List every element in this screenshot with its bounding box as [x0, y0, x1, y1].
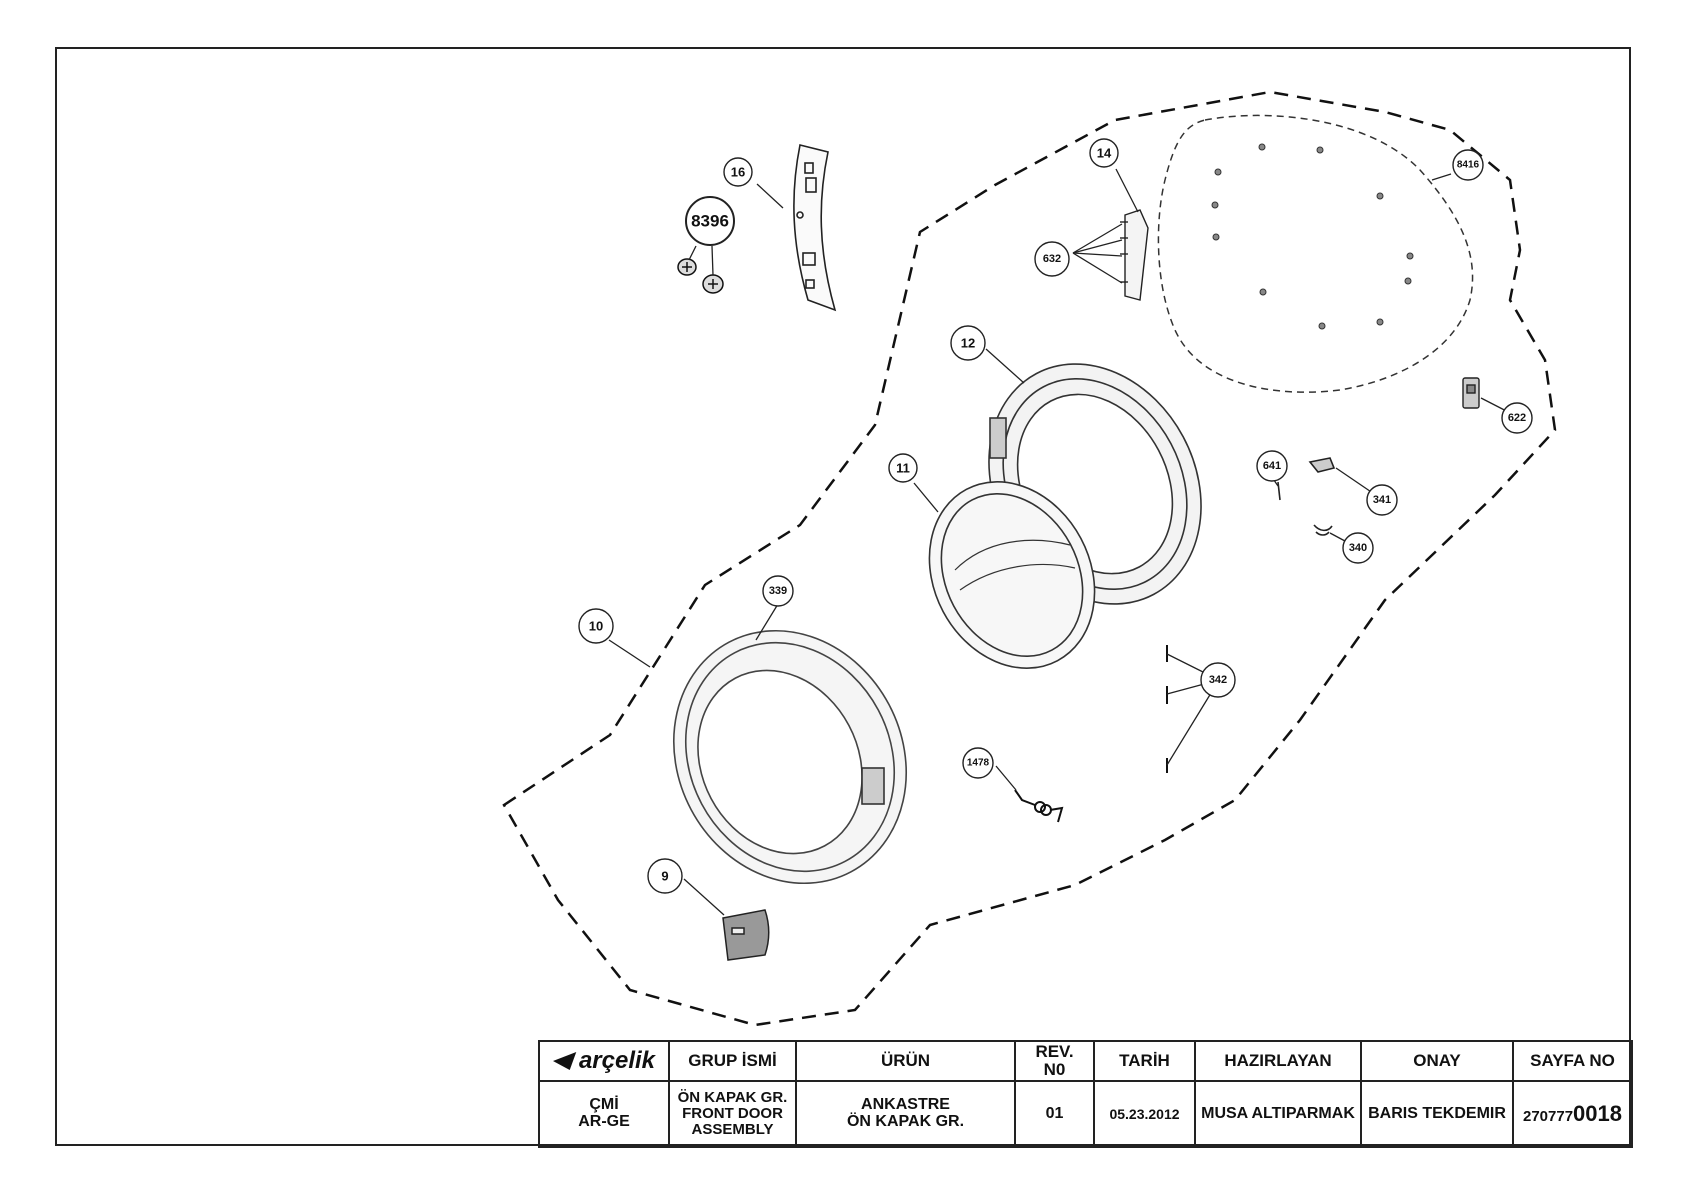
callout-label: 9: [661, 869, 668, 884]
callout-340: 340: [1342, 532, 1374, 564]
assembly-boundary: [502, 90, 1557, 1027]
callout-label: 622: [1508, 412, 1526, 424]
prepared-by-header: HAZIRLAYAN: [1194, 1040, 1362, 1082]
department-cell: ÇMİ AR-GE: [538, 1080, 670, 1148]
callout-circle: [1342, 532, 1374, 564]
rev-header: REV. N0: [1014, 1040, 1095, 1082]
callout-label: 342: [1209, 674, 1227, 686]
callout-label: 1478: [967, 758, 990, 769]
callout-339: 339: [762, 575, 794, 607]
outer-door-ring-part: [672, 629, 908, 885]
callout-label: 8396: [691, 212, 729, 231]
callout-label: 8416: [1457, 160, 1480, 171]
title-block: arçelik GRUP İSMİ ÜRÜN REV. N0 TARİH HAZ…: [538, 1040, 1633, 1148]
callout-circle: [762, 575, 794, 607]
brand-cell: arçelik: [538, 1040, 670, 1082]
callout-label: 16: [731, 165, 745, 180]
page-no-cell: 2707770018: [1512, 1080, 1633, 1148]
callout-circle: [1256, 450, 1288, 482]
callout-circle: [950, 325, 986, 361]
callout-label: 641: [1263, 460, 1281, 472]
prepared-by-cell: MUSA ALTIPARMAK: [1194, 1080, 1362, 1148]
callout-group: 16 8396 14 8416 632 12 622 11 641 341 340 339 10 342 1…: [578, 138, 1533, 894]
callout-circle: [1200, 662, 1236, 698]
callout-circle: [888, 453, 918, 483]
door-glass-part: [928, 481, 1096, 669]
callout-circle: [1089, 138, 1119, 168]
door-handle-part: [722, 909, 770, 961]
callout-8396: 8396: [685, 196, 735, 246]
callout-label: 12: [961, 336, 975, 351]
leader-lines: [608, 168, 1519, 916]
drum-outline: [1157, 114, 1474, 393]
callout-14: 14: [1089, 138, 1119, 168]
callout-label: 341: [1373, 494, 1391, 506]
approval-cell: BARIS TEKDEMIR: [1360, 1080, 1514, 1148]
product-cell: ANKASTRE ÖN KAPAK GR.: [795, 1080, 1016, 1148]
callout-circle: [1366, 484, 1398, 516]
callout-10: 10: [578, 608, 614, 644]
callout-circle: [1452, 149, 1484, 181]
callout-circle: [1501, 402, 1533, 434]
arcelik-logo-icon: [549, 1052, 577, 1070]
product-header: ÜRÜN: [795, 1040, 1016, 1082]
group-name-header: GRUP İSMİ: [668, 1040, 797, 1082]
callout-16: 16: [723, 157, 753, 187]
callout-8416: 8416: [1452, 149, 1484, 181]
callout-11: 11: [888, 453, 918, 483]
callout-circle: [578, 608, 614, 644]
hinge-bracket-part: [1120, 209, 1149, 301]
callout-label: 11: [896, 461, 910, 476]
hinge-plate-part: [793, 144, 837, 312]
callout-label: 14: [1097, 146, 1112, 161]
callout-circle: [647, 858, 683, 894]
approval-header: ONAY: [1360, 1040, 1514, 1082]
latch-part: [1462, 377, 1480, 409]
callout-12: 12: [950, 325, 986, 361]
group-name-cell: ÖN KAPAK GR. FRONT DOOR ASSEMBLY: [668, 1080, 797, 1148]
brand-name: arçelik: [578, 1047, 656, 1075]
callout-label: 10: [589, 619, 603, 634]
screw-parts: [677, 258, 724, 294]
callout-341: 341: [1366, 484, 1398, 516]
callout-622: 622: [1501, 402, 1533, 434]
date-cell: 05.23.2012: [1093, 1080, 1196, 1148]
callout-label: 339: [769, 585, 787, 597]
callout-circle: [962, 747, 994, 779]
callout-1478: 1478: [962, 747, 994, 779]
callout-circle: [723, 157, 753, 187]
drum-studs: [1211, 143, 1414, 330]
callout-label: 632: [1043, 253, 1061, 265]
callout-342: 342: [1200, 662, 1236, 698]
callout-632: 632: [1034, 241, 1070, 277]
rev-cell: 01: [1014, 1080, 1095, 1148]
page-no-header: SAYFA NO: [1512, 1040, 1633, 1082]
callout-9: 9: [647, 858, 683, 894]
callout-circle: [685, 196, 735, 246]
spring-part: [1014, 789, 1064, 823]
callout-circle: [1034, 241, 1070, 277]
callout-label: 340: [1349, 542, 1367, 554]
small-parts: [1277, 457, 1336, 536]
callout-641: 641: [1256, 450, 1288, 482]
date-header: TARİH: [1093, 1040, 1196, 1082]
